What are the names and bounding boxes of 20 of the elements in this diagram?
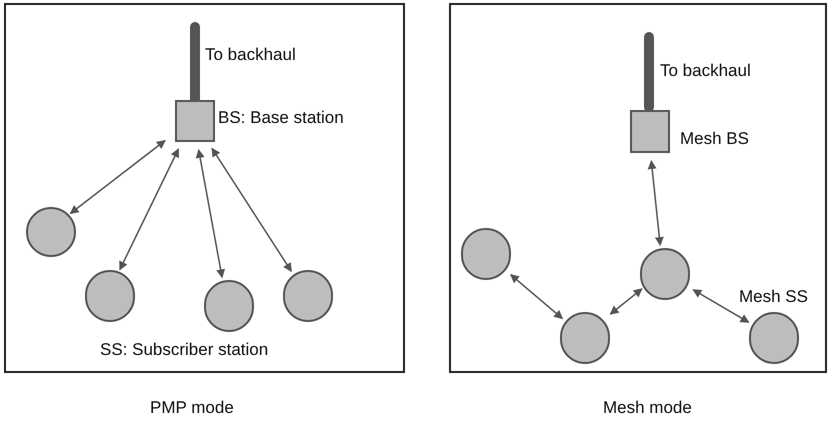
double-arrow bbox=[119, 148, 180, 271]
node-label: BS: Base station bbox=[218, 108, 344, 128]
double-arrow bbox=[70, 140, 166, 214]
double-arrow bbox=[610, 288, 643, 315]
double-arrow bbox=[692, 289, 750, 323]
base-station-box bbox=[630, 110, 670, 153]
node-label: Mesh SS bbox=[739, 287, 808, 307]
double-arrow bbox=[648, 160, 664, 246]
panel-caption: Mesh mode bbox=[603, 398, 692, 418]
double-arrow bbox=[510, 274, 564, 320]
mode-panel bbox=[4, 3, 405, 373]
double-arrow bbox=[196, 148, 226, 278]
double-arrow bbox=[211, 148, 292, 272]
text-label: To backhaul bbox=[205, 45, 296, 65]
text-label: SS: Subscriber station bbox=[100, 340, 268, 360]
base-station-box bbox=[175, 100, 215, 142]
node-label: Mesh BS bbox=[680, 129, 749, 149]
panel-caption: PMP mode bbox=[150, 398, 234, 418]
mode-panel bbox=[449, 3, 827, 373]
text-label: To backhaul bbox=[660, 61, 751, 81]
